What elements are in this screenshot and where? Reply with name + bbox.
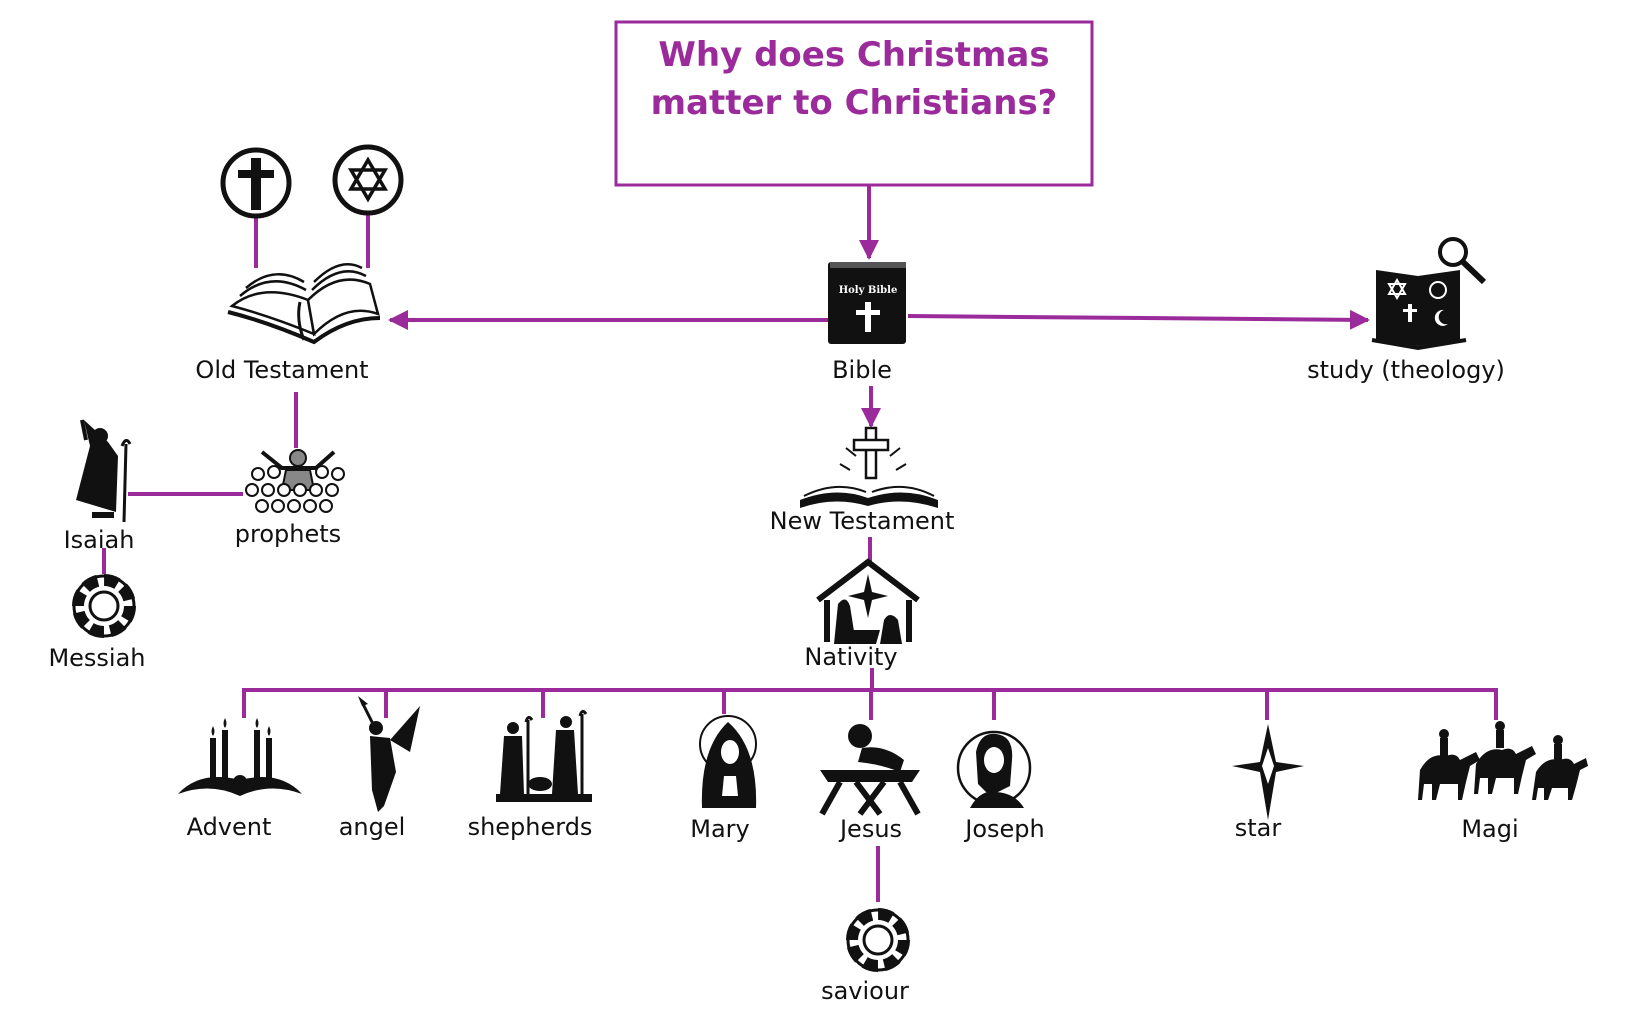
star-label: star [1235,814,1282,842]
bible-label: Bible [832,356,892,384]
angel-trumpet-icon [358,696,420,812]
saviour-label: saviour [821,977,909,1005]
bible-to-study-arrow [907,309,1370,330]
bible-cover-text: Holy Bible [839,285,898,296]
isaiah-label: Isaiah [64,526,135,554]
prophets-label: prophets [235,520,341,548]
mary-label: Mary [690,815,749,843]
old-testament-label: Old Testament [195,356,368,384]
prophet-with-staff-icon [76,419,132,523]
camels-magi-icon [1418,721,1588,800]
open-book-icon [227,263,381,345]
mary-icon [699,715,757,808]
title-line-1: Why does Christmas [658,35,1049,75]
book-with-cross-icon [800,426,938,508]
crowd-icon [245,449,345,513]
title-box: Why does Christmas matter to Christians? [614,20,1094,187]
joseph-label: Joseph [963,815,1044,843]
title-line-2: matter to Christians? [651,83,1058,123]
joseph-icon [956,730,1032,808]
magi-label: Magi [1461,815,1518,843]
shepherds-label: shepherds [468,813,593,841]
world-religions-book-magnifier-icon [1371,237,1487,351]
messiah-label: Messiah [48,644,145,672]
nativity-stable-icon [816,558,920,644]
node-labels: Old Testament Bible study (theology) New… [48,356,1518,1005]
four-point-star-icon [1232,724,1304,820]
connectors [102,186,1498,902]
advent-candles-icon [178,718,302,796]
new-testament-label: New Testament [770,507,955,535]
angel-label: angel [339,813,406,841]
holy-bible-icon: Holy Bible [828,262,906,344]
study-label: study (theology) [1307,356,1505,384]
advent-label: Advent [187,813,272,841]
jesus-label: Jesus [838,815,902,843]
nativity-label: Nativity [804,643,897,671]
lifebuoy-icon [72,574,136,638]
lifebuoy-icon [846,908,910,972]
star-of-david-icon [332,144,404,216]
shepherds-icon [496,709,592,802]
cross-in-circle-icon [220,147,292,219]
baby-in-manger-icon [819,724,921,816]
